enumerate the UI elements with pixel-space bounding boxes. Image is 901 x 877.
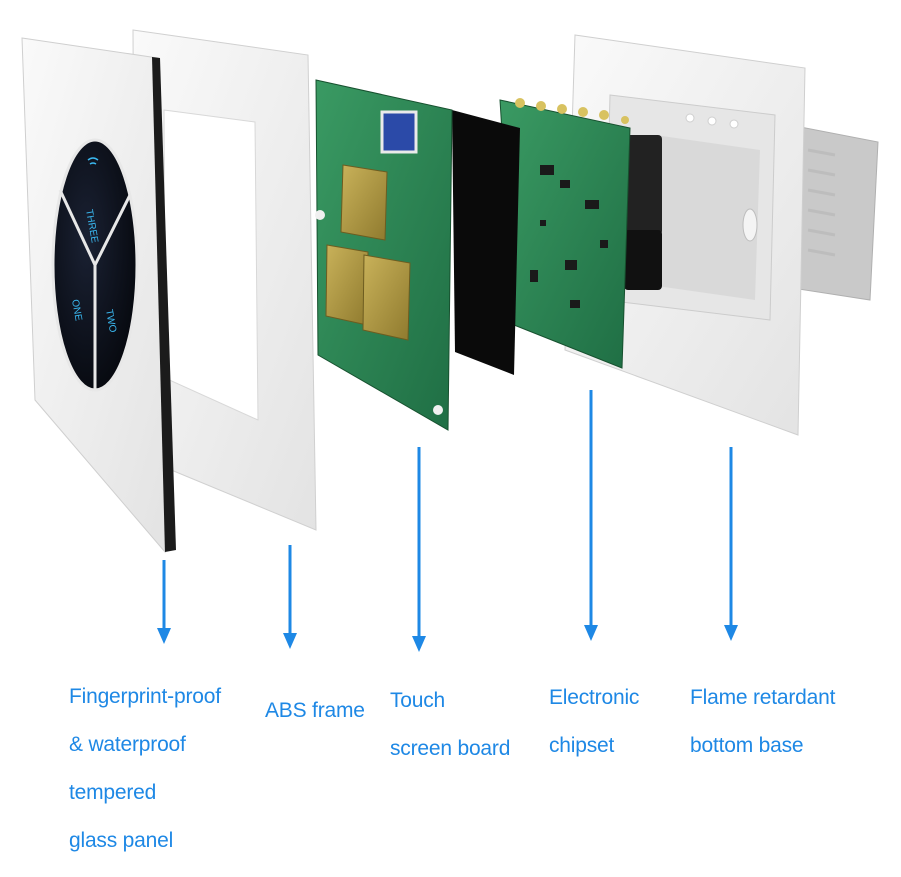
arrow-abs (283, 545, 297, 649)
arrow-glass (157, 560, 171, 644)
label-line: bottom base (690, 734, 804, 757)
glass-panel: THREE ONE TWO (21, 37, 176, 554)
touch-screen-board (315, 79, 453, 431)
label-line: Touch (390, 689, 446, 712)
arrow-base (724, 447, 738, 641)
label-electronic-chipset: Electronic chipset (549, 662, 639, 782)
exploded-switch-diagram: THREE ONE TWO (21, 29, 879, 652)
label-abs-frame: ABS frame (265, 675, 365, 747)
arrows (157, 390, 738, 652)
wifi-icon (87, 157, 99, 165)
label-line: & waterproof (69, 733, 186, 756)
svg-text:ONE: ONE (69, 299, 84, 323)
svg-text:TWO: TWO (103, 309, 118, 334)
abs-frame (132, 29, 317, 531)
label-bottom-base: Flame retardant bottom base (690, 662, 835, 782)
label-line: Flame retardant (690, 686, 836, 709)
arrow-touch (412, 447, 426, 652)
label-glass-panel: Fingerprint-proof & waterproof tempered … (69, 661, 221, 877)
label-line: tempered (69, 781, 157, 804)
arrow-chip (584, 390, 598, 641)
label-touch-screen-board: Touch screen board (390, 665, 510, 785)
electronic-chipset (499, 98, 662, 369)
label-line: Fingerprint-proof (69, 685, 221, 708)
label-line: screen board (390, 737, 511, 760)
insulation-sheet (452, 110, 520, 375)
label-line: Electronic (549, 686, 640, 709)
label-line: chipset (549, 734, 615, 757)
label-line: ABS frame (265, 699, 365, 722)
label-line: glass panel (69, 829, 174, 852)
